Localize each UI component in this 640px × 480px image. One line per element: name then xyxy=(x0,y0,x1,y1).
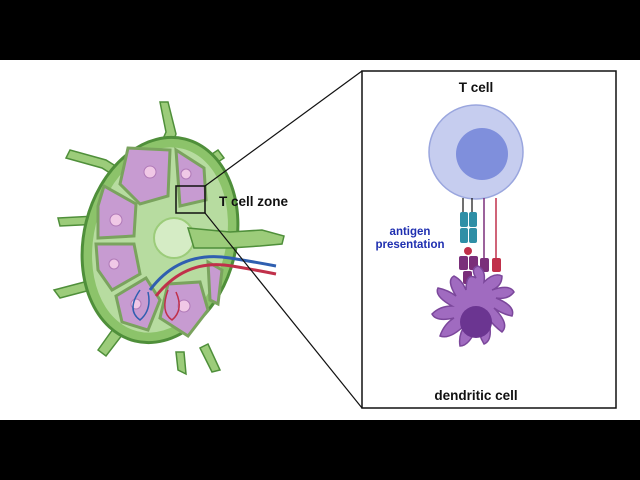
tcr-beta-chain xyxy=(469,212,477,227)
lobule xyxy=(96,183,138,240)
lobule xyxy=(174,147,208,208)
lymph-node xyxy=(52,101,285,376)
t-cell-title: T cell xyxy=(459,80,494,95)
t-cell-zone-label: T cell zone xyxy=(219,194,289,209)
t-cell-nucleus xyxy=(456,128,508,180)
artery xyxy=(154,263,277,297)
efferent-vessel xyxy=(186,227,285,249)
zoom-connector-bottom xyxy=(204,212,363,409)
mhc-molecule xyxy=(459,256,468,270)
antigen-label-line2: presentation xyxy=(375,239,444,251)
zoom-connector-top xyxy=(204,70,363,187)
dendritic-cell xyxy=(431,265,515,347)
vessel-loop xyxy=(164,289,180,321)
germinal-centers xyxy=(108,165,192,313)
medulla xyxy=(153,217,195,259)
antigen-peptide xyxy=(464,247,472,255)
dendritic-cell-label: dendritic cell xyxy=(434,388,517,403)
antigen-label-line1: antigen xyxy=(390,226,431,238)
co-receptor-red xyxy=(492,258,501,272)
vein xyxy=(148,255,277,291)
afferent-vessels xyxy=(52,101,226,376)
vessel-loop xyxy=(132,289,150,321)
zoom-box xyxy=(175,185,206,214)
tcr-alpha-chain xyxy=(460,212,468,227)
lobule xyxy=(206,259,224,307)
dendritic-nucleus xyxy=(460,306,492,338)
